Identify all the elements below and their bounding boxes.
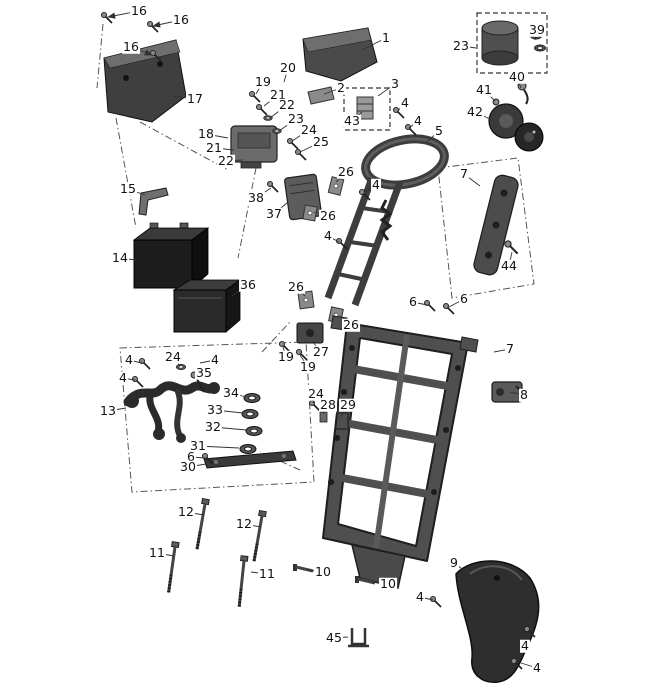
part-12-bolt-shape (192, 496, 211, 552)
washer-stack-shapes (239, 393, 263, 454)
part-30-bar-shape (203, 450, 297, 469)
detail-box-43 (343, 87, 391, 131)
ecu-module-shape (230, 125, 278, 169)
part-13-harness-shape (123, 381, 220, 443)
part-43-clip-shape (356, 96, 374, 120)
part-11-bolt-shape (234, 554, 250, 609)
part-7-side-bracket-shape (473, 174, 519, 276)
part-17-front-panel-shape (103, 39, 187, 123)
part-15-bracket-shape (138, 187, 169, 216)
construction-lines (96, 23, 535, 493)
part-36-tray-shape (172, 279, 242, 333)
part-1-top-cover-shape (302, 27, 378, 82)
part-23-canister-shape (481, 20, 519, 66)
part-8-mount-shape (491, 381, 527, 403)
part-42-horn-shape (488, 103, 544, 152)
part-12-bolt-shape (249, 508, 268, 564)
part-27-bracket-shape (296, 322, 324, 344)
part-39-washers-shape (530, 32, 546, 52)
part-11-bolt-shape (163, 540, 181, 595)
part-40-pin-shape (517, 81, 529, 105)
part-9-fender-shape (455, 560, 540, 683)
part-5-subframe-shape (324, 134, 449, 307)
main-frame-shape (322, 315, 479, 589)
part-14-battery-shape (132, 222, 210, 289)
small-fastener-shapes (175, 363, 349, 430)
part-45-clamp-shape (348, 628, 369, 648)
part-2-plate-shape (307, 86, 335, 105)
part-44-bolt-shape (503, 239, 519, 255)
